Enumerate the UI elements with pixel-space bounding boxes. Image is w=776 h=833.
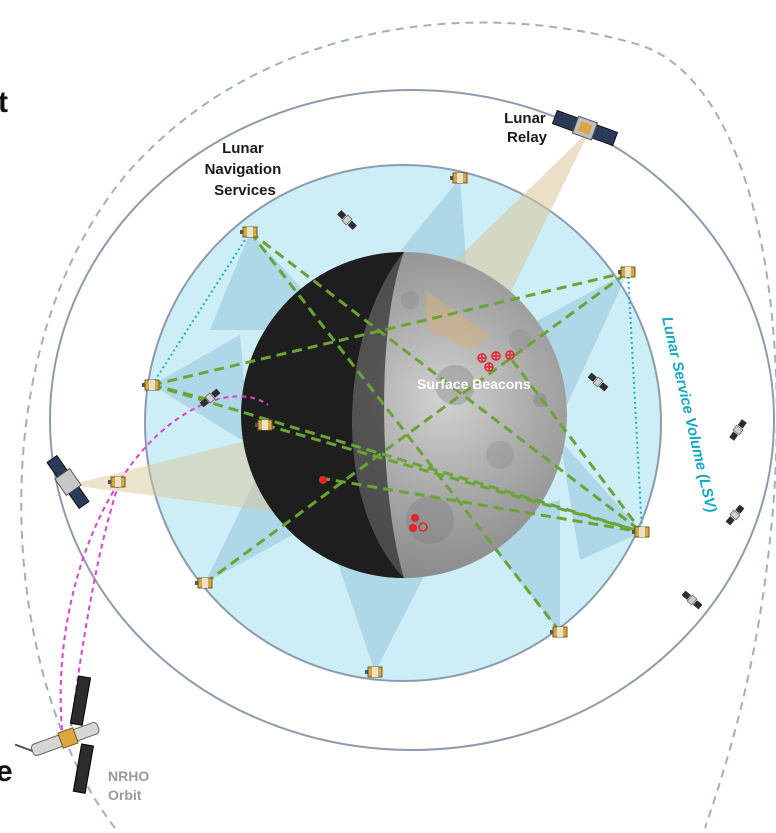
nrho-orbit-path bbox=[20, 21, 776, 829]
surface-beacon-icon bbox=[505, 350, 515, 360]
satellite-icon bbox=[680, 589, 704, 611]
lunar-service-volume-label: Lunar Service Volume (LSV) bbox=[658, 315, 720, 514]
gateway-station-icon bbox=[14, 675, 100, 794]
surface-asset-marker bbox=[319, 476, 327, 484]
satellite-icon bbox=[724, 503, 746, 527]
relay-orbit bbox=[49, 89, 775, 751]
lunar-navigation-services-label: Lunar Navigation Services bbox=[205, 140, 286, 199]
cropped-title-fragment: t bbox=[0, 86, 8, 119]
transfer-trajectories bbox=[59, 395, 269, 736]
surface-beacon-icon bbox=[484, 362, 494, 372]
cropped-title-fragment: e bbox=[0, 755, 13, 788]
surface-beacon-icon bbox=[491, 351, 501, 361]
satellite-icon bbox=[617, 266, 636, 278]
surface-beacons-label: Surface Beacons bbox=[417, 376, 531, 392]
green-crosslinks bbox=[151, 230, 644, 633]
surface-asset-marker bbox=[411, 514, 419, 522]
relay-satellite-icon bbox=[46, 454, 90, 510]
satellite-icon bbox=[631, 526, 650, 538]
satellite-icon bbox=[549, 626, 568, 638]
satellite-icon bbox=[194, 577, 213, 589]
relay-satellite-icon bbox=[551, 109, 619, 147]
satellite-icon bbox=[239, 226, 258, 238]
satellite-icon bbox=[107, 476, 126, 488]
relay-beam-moon-overlay bbox=[425, 290, 490, 350]
satellite-icon bbox=[727, 418, 749, 442]
surface-asset-marker bbox=[418, 522, 428, 532]
cyan-crosslinks bbox=[151, 231, 643, 533]
moon bbox=[241, 252, 567, 578]
surface-asset-marker bbox=[409, 524, 417, 532]
lunar-relay-label: Lunar Relay bbox=[504, 110, 550, 146]
surface-beacons bbox=[319, 350, 515, 532]
satellite-icon bbox=[364, 666, 383, 678]
surface-beacon-icon bbox=[477, 353, 487, 363]
satellite-icon bbox=[449, 172, 468, 184]
satellite-icon bbox=[141, 379, 160, 391]
satellite-icon bbox=[254, 419, 273, 431]
nrho-orbit-label: NRHO Orbit bbox=[108, 768, 153, 803]
